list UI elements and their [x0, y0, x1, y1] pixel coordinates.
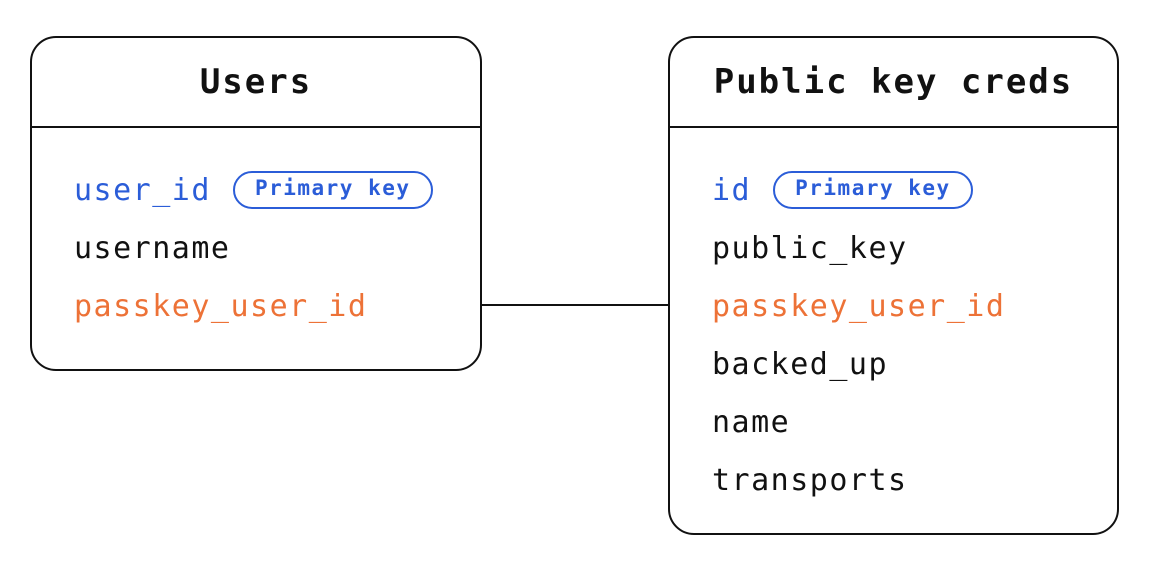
primary-key-badge: Primary key — [232, 171, 433, 209]
relationship-line — [482, 304, 668, 306]
table-public-key-creds-title: Public key creds — [670, 38, 1117, 128]
table-users-title: Users — [32, 38, 480, 128]
field-name: passkey_user_id — [712, 288, 1006, 324]
primary-key-badge: Primary key — [773, 171, 973, 209]
field-name: name — [712, 404, 791, 440]
field-name: transports — [712, 462, 908, 498]
table-public-key-creds: Public key creds id Primary key public_k… — [668, 36, 1119, 535]
field-backed-up: backed_up — [712, 335, 1117, 393]
table-users: Users user_id Primary key username passk… — [30, 36, 482, 371]
field-id: id Primary key — [712, 161, 1117, 219]
field-name-row: name — [712, 393, 1117, 451]
table-users-fields: user_id Primary key username passkey_use… — [32, 128, 480, 335]
field-name: public_key — [712, 230, 908, 266]
field-passkey-user-id: passkey_user_id — [74, 277, 480, 335]
field-name: passkey_user_id — [74, 288, 368, 324]
field-name: id — [712, 172, 752, 208]
field-passkey-user-id: passkey_user_id — [712, 277, 1117, 335]
field-transports: transports — [712, 451, 1117, 509]
field-user-id: user_id Primary key — [74, 161, 480, 219]
field-username: username — [74, 219, 480, 277]
field-name: user_id — [74, 172, 211, 208]
table-public-key-creds-fields: id Primary key public_key passkey_user_i… — [670, 128, 1117, 509]
field-public-key: public_key — [712, 219, 1117, 277]
field-name: backed_up — [712, 346, 889, 382]
field-name: username — [74, 230, 231, 266]
